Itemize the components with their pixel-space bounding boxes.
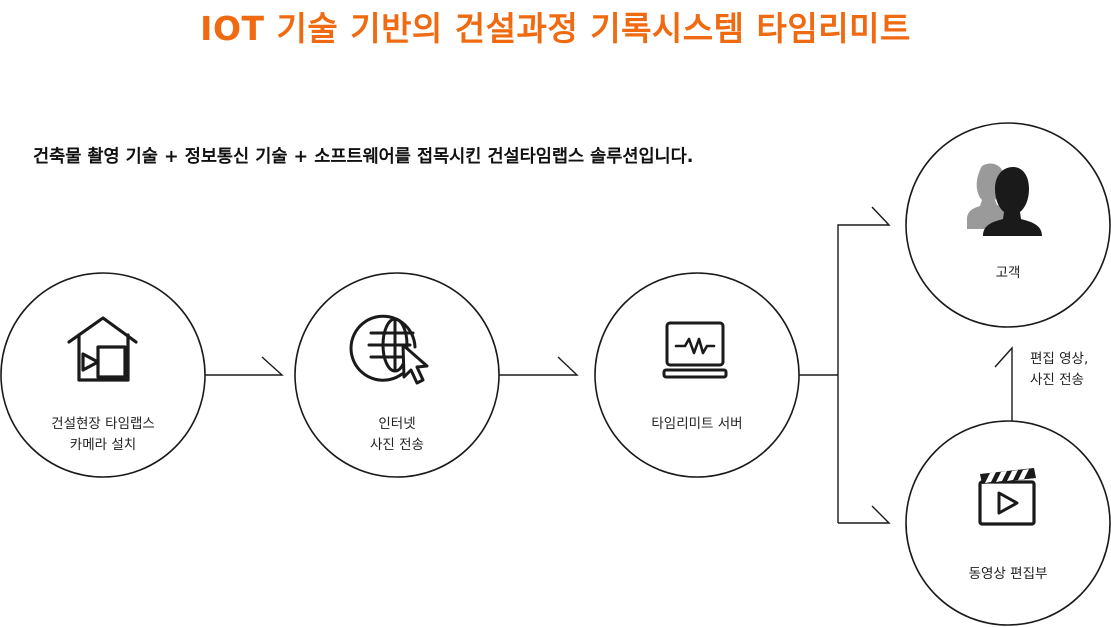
internet-node-label: 인터넷 사진 전송 [370, 416, 424, 453]
home-camera-icon [67, 316, 138, 382]
page-subtitle: 건축물 촬영 기술 + 정보통신 기술 + 소프트웨어를 접목시킨 건설타임랩스… [33, 147, 694, 167]
video-clapper-icon [978, 468, 1036, 526]
server-node-label: 타임리미트 서버 [651, 416, 743, 432]
page-title: IOT 기술 기반의 건설과정 기록시스템 타임리미트 [200, 9, 911, 48]
server-node [594, 272, 800, 478]
edge-editing-customer-label: 편집 영상, 사진 전송 [1030, 351, 1089, 388]
monitor-icon [662, 321, 728, 379]
customer-node [905, 122, 1111, 328]
customer-node-label: 고객 [995, 265, 1021, 281]
users-icon [967, 163, 1042, 236]
edge-editing-customer [994, 346, 1013, 421]
globe-cursor-icon [349, 314, 429, 385]
edge-server-branch [799, 206, 891, 524]
edge-internet-server [499, 356, 579, 376]
camera-node-label: 건설현장 타임랩스 카메라 설치 [51, 416, 155, 453]
edge-camera-internet [205, 356, 284, 376]
editing-node [905, 420, 1111, 626]
editing-node-label: 동영상 편집부 [968, 566, 1048, 582]
